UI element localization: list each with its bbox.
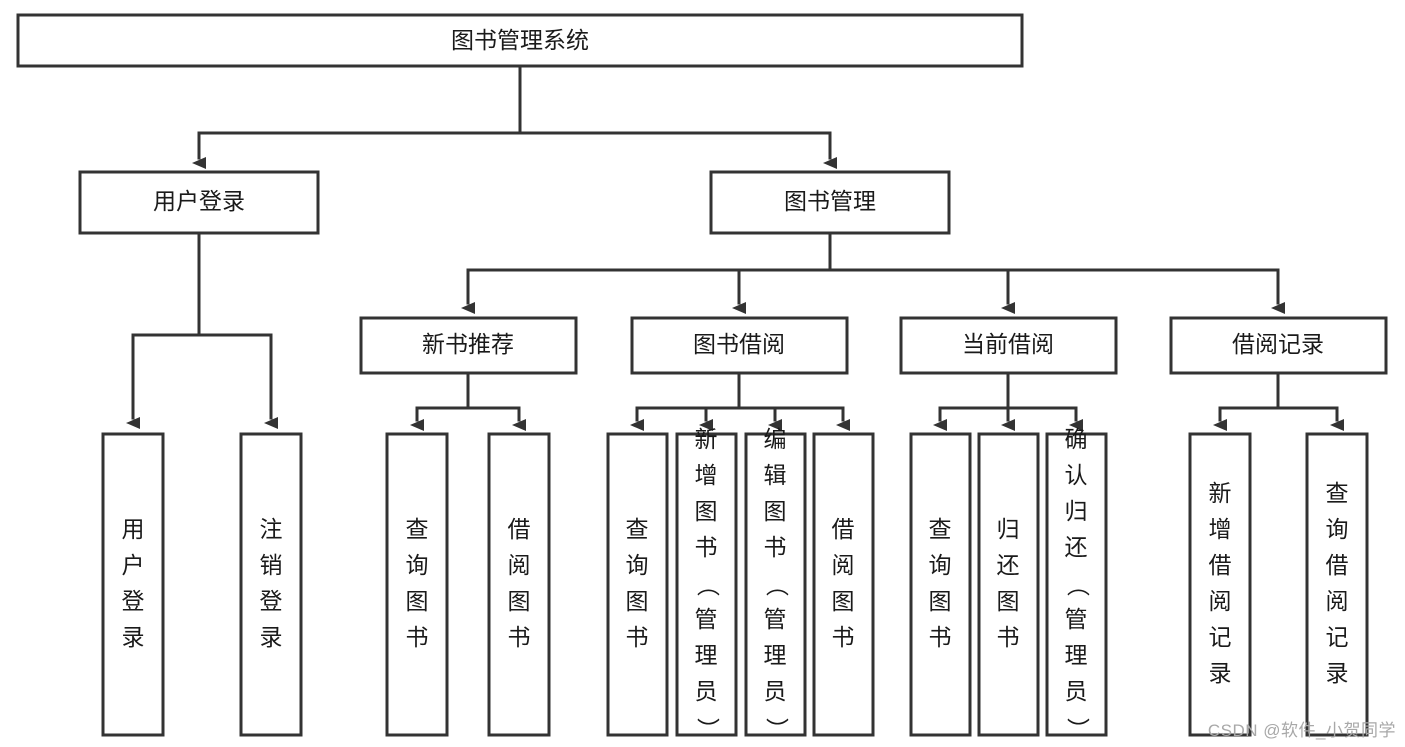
csdn-watermark: CSDN @软件_小贺同学 [1207, 721, 1396, 740]
node-leaf-user-login-label: 用户登录 [122, 516, 145, 650]
svg-text:（: （ [1065, 574, 1091, 597]
node-root-box[interactable] [16, 13, 1024, 68]
node-leaf-query-book-3-box[interactable] [909, 432, 972, 737]
connector-group-user-login [126, 231, 278, 429]
node-leaf-add-book-label: 新增图书管理员 [695, 426, 718, 704]
node-leaf-logout-box[interactable] [239, 432, 303, 737]
node-new-book-rec-label: 新书推荐 [422, 331, 514, 357]
node-book-manage-label: 图书管理 [784, 188, 876, 214]
node-leaf-add-record[interactable]: 新增借阅记录 [1188, 432, 1252, 737]
node-current-borrow[interactable]: 当前借阅 [899, 316, 1118, 375]
node-leaf-query-book-1-box[interactable] [385, 432, 449, 737]
node-borrow-record[interactable]: 借阅记录 [1169, 316, 1388, 375]
connector-group-new-book-rec [410, 371, 526, 431]
node-leaf-return-book[interactable]: 归还图书 [977, 432, 1040, 737]
node-leaf-return-book-label: 归还图书 [997, 516, 1020, 650]
node-leaf-logout[interactable]: 注销登录 [239, 432, 303, 737]
svg-text:）: ） [764, 718, 790, 741]
svg-text:）: ） [1065, 718, 1091, 741]
node-book-borrow[interactable]: 图书借阅 [630, 316, 849, 375]
node-user-login-box[interactable] [78, 170, 320, 235]
node-leaf-borrow-book-1-label: 借阅图书 [508, 516, 531, 650]
node-user-login[interactable]: 用户登录 [78, 170, 320, 235]
node-current-borrow-box[interactable] [899, 316, 1118, 375]
node-leaf-return-book-box[interactable] [977, 432, 1040, 737]
connector-group-borrow-record [1213, 371, 1344, 431]
node-leaf-confirm-return-box[interactable] [1045, 432, 1108, 737]
node-borrow-record-label: 借阅记录 [1232, 331, 1324, 357]
connector-group-book-borrow [630, 371, 850, 431]
node-leaf-borrow-book-2-label: 借阅图书 [832, 516, 855, 650]
node-new-book-rec[interactable]: 新书推荐 [359, 316, 578, 375]
node-book-manage-box[interactable] [709, 170, 951, 235]
svg-text:（: （ [695, 574, 721, 597]
node-leaf-user-login-box[interactable] [101, 432, 165, 737]
node-leaf-edit-book-box[interactable] [744, 432, 807, 737]
node-leaf-borrow-book-1[interactable]: 借阅图书 [487, 432, 551, 737]
svg-text:（: （ [764, 574, 790, 597]
node-leaf-add-book-box[interactable] [675, 432, 738, 737]
node-leaf-query-record-label: 查询借阅记录 [1326, 480, 1349, 686]
node-leaf-add-record-box[interactable] [1188, 432, 1252, 737]
node-root-label: 图书管理系统 [451, 27, 589, 53]
node-leaf-edit-book-label: 编辑图书管理员 [764, 426, 787, 704]
node-book-manage[interactable]: 图书管理 [709, 170, 951, 235]
node-leaf-confirm-return-label: 确认归还管理员 [1065, 426, 1088, 704]
node-leaf-query-book-1[interactable]: 查询图书 [385, 432, 449, 737]
node-leaf-query-book-3[interactable]: 查询图书 [909, 432, 972, 737]
node-leaf-edit-book[interactable]: 编辑图书管理员 （ ） [744, 426, 807, 741]
connector-group-root [192, 64, 837, 169]
node-leaf-borrow-book-2[interactable]: 借阅图书 [812, 432, 875, 737]
node-leaf-borrow-book-2-box[interactable] [812, 432, 875, 737]
node-leaf-query-book-2-box[interactable] [606, 432, 669, 737]
node-borrow-record-box[interactable] [1169, 316, 1388, 375]
connector-group-book-manage [461, 231, 1285, 314]
node-leaf-logout-label: 注销登录 [260, 516, 283, 650]
node-new-book-rec-box[interactable] [359, 316, 578, 375]
node-current-borrow-label: 当前借阅 [962, 331, 1054, 357]
node-leaf-query-book-1-label: 查询图书 [406, 516, 429, 650]
node-leaf-borrow-book-1-box[interactable] [487, 432, 551, 737]
node-leaf-add-record-label: 新增借阅记录 [1209, 480, 1232, 686]
node-book-borrow-label: 图书借阅 [693, 331, 785, 357]
svg-text:）: ） [695, 718, 721, 741]
node-root[interactable]: 图书管理系统 [16, 13, 1024, 68]
node-user-login-label: 用户登录 [153, 188, 245, 214]
node-leaf-query-book-3-label: 查询图书 [929, 516, 952, 650]
connector-group-current-borrow [933, 371, 1083, 431]
node-leaf-user-login[interactable]: 用户登录 [101, 432, 165, 737]
node-leaf-query-book-2[interactable]: 查询图书 [606, 432, 669, 737]
node-book-borrow-box[interactable] [630, 316, 849, 375]
node-leaf-query-book-2-label: 查询图书 [626, 516, 649, 650]
node-leaf-confirm-return[interactable]: 确认归还管理员 （ ） [1045, 426, 1108, 741]
node-leaf-add-book[interactable]: 新增图书管理员 （ ） [675, 426, 738, 741]
node-leaf-query-record-box[interactable] [1305, 432, 1369, 737]
node-leaf-query-record[interactable]: 查询借阅记录 [1305, 432, 1369, 737]
